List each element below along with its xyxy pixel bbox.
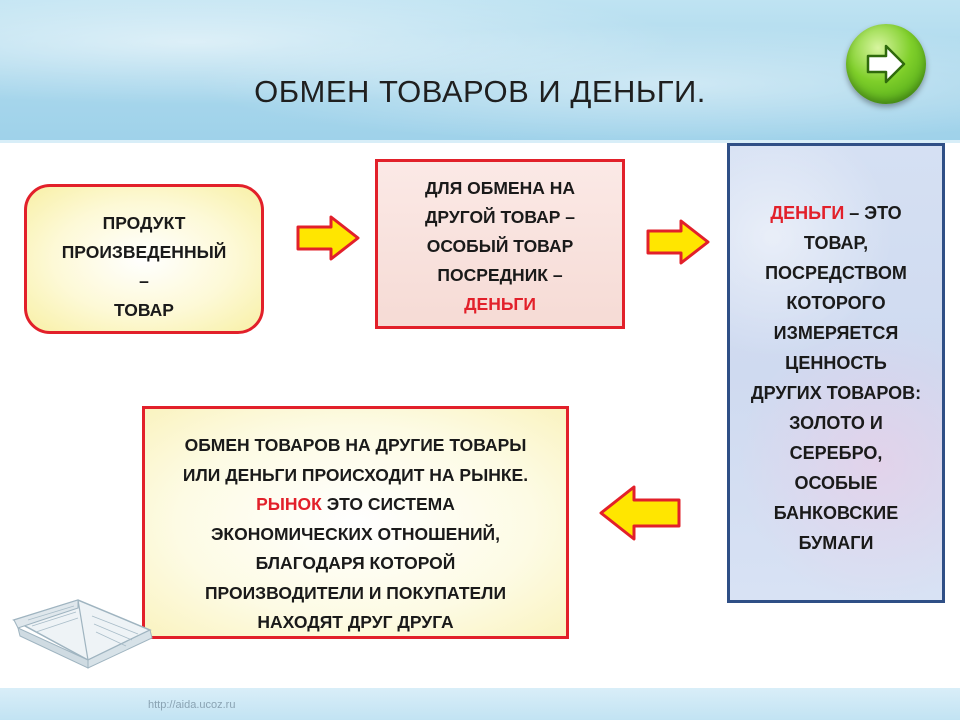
money-line-10: ОСОБЫЕ <box>794 473 878 493</box>
exchange-line-5: ДЕНЬГИ <box>464 294 536 314</box>
money-line-9: СЕРЕБРО, <box>789 443 883 463</box>
footer-band <box>0 688 960 720</box>
market-line-1: ОБМЕН ТОВАРОВ НА ДРУГИЕ ТОВАРЫ <box>184 435 527 455</box>
money-line-11: БАНКОВСКИЕ <box>773 503 899 523</box>
money-box: ДЕНЬГИ – ЭТО ТОВАР, ПОСРЕДСТВОМ КОТОРОГО… <box>727 143 945 603</box>
market-line-4: ЭКОНОМИЧЕСКИХ ОТНОШЕНИЙ, <box>210 523 500 544</box>
exchange-line-1: ДЛЯ ОБМЕНА НА <box>424 178 576 198</box>
money-line-7: ДРУГИХ ТОВАРОВ: <box>750 383 922 403</box>
money-line-1-rest: – ЭТО <box>844 203 902 223</box>
product-box: ПРОДУКТ ПРОИЗВЕДЕННЫЙ – ТОВАР <box>24 184 264 334</box>
money-line-6: ЦЕННОСТЬ <box>785 353 887 373</box>
product-line-1: ПРОДУКТ <box>102 213 186 233</box>
exchange-box: ДЛЯ ОБМЕНА НА ДРУГОЙ ТОВАР – ОСОБЫЙ ТОВА… <box>375 159 625 329</box>
product-line-4: ТОВАР <box>114 300 174 320</box>
footer-url: http://aida.ucoz.ru <box>148 699 236 711</box>
money-keyword: ДЕНЬГИ <box>770 203 845 223</box>
market-line-5: БЛАГОДАРЯ КОТОРОЙ <box>255 553 456 573</box>
money-line-1: ДЕНЬГИ – ЭТО <box>730 198 942 228</box>
exchange-line-3: ОСОБЫЙ ТОВАР <box>426 236 574 256</box>
money-line-5: ИЗМЕРЯЕТСЯ <box>773 323 899 343</box>
market-box: ОБМЕН ТОВАРОВ НА ДРУГИЕ ТОВАРЫ ИЛИ ДЕНЬГ… <box>142 406 569 639</box>
open-book-icon <box>12 599 153 669</box>
money-line-3: ПОСРЕДСТВОМ <box>765 263 907 283</box>
product-line-2: ПРОИЗВЕДЕННЫЙ <box>61 242 227 262</box>
market-keyword: РЫНОК <box>256 494 322 514</box>
market-line-3-rest: ЭТО СИСТЕМА <box>321 494 455 514</box>
money-line-8: ЗОЛОТО И <box>789 413 883 433</box>
page-title: ОБМЕН ТОВАРОВ И ДЕНЬГИ. <box>254 74 706 109</box>
market-line-7: НАХОДЯТ ДРУГ ДРУГА <box>257 612 454 632</box>
market-line-2: ИЛИ ДЕНЬГИ ПРОИСХОДИТ НА РЫНКЕ. <box>182 464 529 485</box>
money-line-2: ТОВАР, <box>803 233 869 253</box>
arrow-right-icon <box>866 44 906 84</box>
money-line-12: БУМАГИ <box>798 533 874 553</box>
exchange-line-2: ДРУГОЙ ТОВАР – <box>424 207 576 227</box>
arrow-right-icon <box>296 215 360 261</box>
header-band <box>0 0 960 143</box>
money-line-4: КОТОРОГО <box>786 293 886 313</box>
market-line-6: ПРОИЗВОДИТЕЛИ И ПОКУПАТЕЛИ <box>204 582 507 603</box>
exchange-line-4: ПОСРЕДНИК – <box>437 265 563 285</box>
next-slide-button[interactable] <box>846 24 926 104</box>
arrow-left-icon <box>599 485 681 541</box>
product-line-3: – <box>139 271 149 291</box>
arrow-right-icon <box>646 219 710 265</box>
market-line-3: РЫНОК ЭТО СИСТЕМА <box>145 490 566 520</box>
